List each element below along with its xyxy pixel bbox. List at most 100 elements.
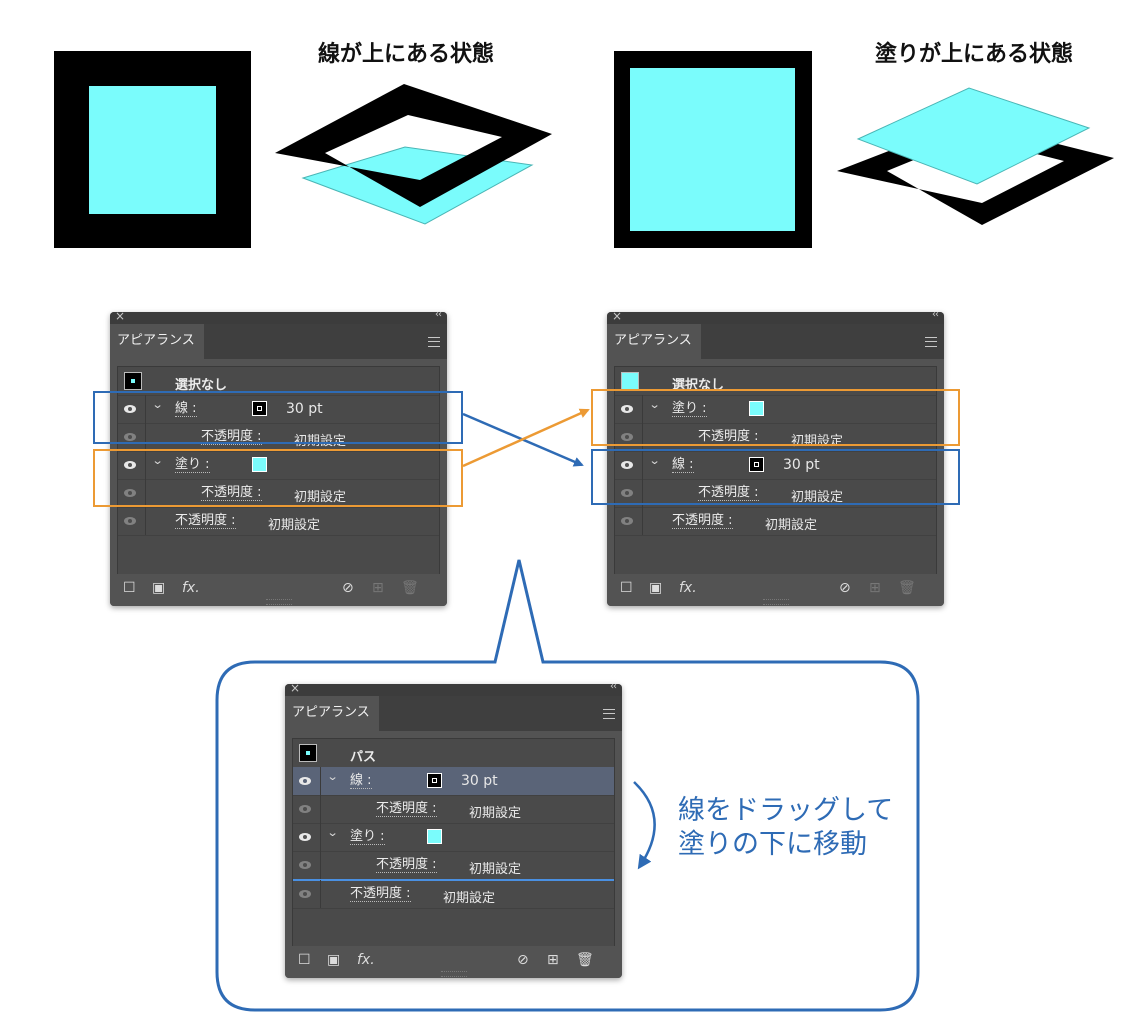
trash-icon[interactable]: 🗑 (898, 580, 916, 596)
add-stroke-icon[interactable]: ☐ (620, 580, 633, 596)
object-opacity-row[interactable]: 不透明度 : 初期設定 (293, 880, 614, 909)
clear-appearance-icon[interactable]: ⊘ (839, 580, 851, 596)
eye-icon[interactable] (620, 514, 634, 528)
stroke-row[interactable]: ⌄ 線 : 30 pt (118, 395, 439, 424)
fill-label[interactable]: 塗り : (672, 401, 707, 417)
stroke-weight[interactable]: 30 pt (286, 401, 323, 417)
stroke-swatch[interactable] (749, 457, 764, 472)
opacity-label[interactable]: 不透明度 : (201, 429, 262, 445)
resize-grip[interactable] (762, 599, 789, 605)
duplicate-item-icon[interactable]: ⊞ (869, 580, 881, 596)
fx-icon[interactable]: fx. (679, 580, 697, 596)
add-stroke-icon[interactable]: ☐ (298, 952, 311, 968)
right-heading: 塗りが上にある状態 (875, 42, 1074, 67)
opacity-label[interactable]: 不透明度 : (350, 886, 411, 902)
eye-icon[interactable] (298, 774, 312, 788)
resize-grip[interactable] (265, 599, 292, 605)
tab-appearance[interactable]: アピアランス (607, 324, 701, 359)
fill-swatch[interactable] (749, 401, 764, 416)
fx-icon[interactable]: fx. (357, 952, 375, 968)
header-row: パス (293, 739, 614, 768)
opacity-label[interactable]: 不透明度 : (201, 485, 262, 501)
collapse-icon[interactable]: ‹‹ (435, 312, 442, 320)
stroke-row[interactable]: ⌄ 線 : 30 pt (615, 451, 936, 480)
eye-icon[interactable] (620, 458, 634, 472)
stroke-label[interactable]: 線 : (672, 457, 694, 473)
chevron-down-icon[interactable]: ⌄ (648, 454, 661, 467)
duplicate-item-icon[interactable]: ⊞ (372, 580, 384, 596)
eye-icon[interactable] (298, 858, 312, 872)
eye-icon[interactable] (123, 486, 137, 500)
stroke-swatch[interactable] (252, 401, 267, 416)
eye-icon[interactable] (620, 402, 634, 416)
fill-swatch[interactable] (427, 829, 442, 844)
stroke-label[interactable]: 線 : (350, 773, 372, 789)
collapse-icon[interactable]: ‹‹ (932, 312, 939, 320)
opacity-label[interactable]: 不透明度 : (698, 485, 759, 501)
object-opacity-row[interactable]: 不透明度 : 初期設定 (118, 507, 439, 536)
panel-menu-icon[interactable] (603, 709, 615, 719)
opacity-label[interactable]: 不透明度 : (672, 513, 733, 529)
stroke-weight[interactable]: 30 pt (783, 457, 820, 473)
eye-icon[interactable] (620, 430, 634, 444)
panel-tab-bar: アピアランス (607, 324, 944, 359)
fill-opacity-row[interactable]: 不透明度 : 初期設定 (118, 479, 439, 508)
duplicate-item-icon[interactable]: ⊞ (547, 952, 559, 968)
eye-icon[interactable] (298, 830, 312, 844)
object-opacity-row[interactable]: 不透明度 : 初期設定 (615, 507, 936, 536)
panel-footer: ☐ ▣ fx. ⊘ ⊞ 🗑 (110, 574, 447, 606)
opacity-label[interactable]: 不透明度 : (376, 801, 437, 817)
stroke-row-selected[interactable]: ⌄ 線 : 30 pt (293, 767, 614, 796)
fill-on-top-square (614, 51, 812, 248)
add-fill-icon[interactable]: ▣ (327, 952, 341, 968)
stroke-opacity-row[interactable]: 不透明度 : 初期設定 (615, 479, 936, 508)
close-icon[interactable]: × (612, 312, 623, 323)
eye-icon[interactable] (123, 458, 137, 472)
close-icon[interactable]: × (290, 684, 301, 695)
stroke-label[interactable]: 線 : (175, 401, 197, 417)
close-icon[interactable]: × (115, 312, 126, 323)
eye-icon[interactable] (123, 430, 137, 444)
stroke-weight[interactable]: 30 pt (461, 773, 498, 789)
fill-square-inner (89, 86, 216, 214)
fill-row[interactable]: ⌄ 塗り : (293, 823, 614, 852)
opacity-value: 初期設定 (294, 490, 347, 505)
trash-icon[interactable]: 🗑 (576, 952, 594, 968)
resize-grip[interactable] (440, 971, 467, 977)
stroke-swatch[interactable] (427, 773, 442, 788)
eye-icon[interactable] (620, 486, 634, 500)
fill-label[interactable]: 塗り : (350, 829, 385, 845)
eye-icon[interactable] (298, 887, 312, 901)
add-fill-icon[interactable]: ▣ (152, 580, 166, 596)
chevron-down-icon[interactable]: ⌄ (326, 770, 339, 783)
panel-menu-icon[interactable] (428, 337, 440, 347)
collapse-icon[interactable]: ‹‹ (610, 684, 617, 692)
trash-icon[interactable]: 🗑 (401, 580, 419, 596)
chevron-down-icon[interactable]: ⌄ (151, 398, 164, 411)
chevron-down-icon[interactable]: ⌄ (648, 398, 661, 411)
add-fill-icon[interactable]: ▣ (649, 580, 663, 596)
clear-appearance-icon[interactable]: ⊘ (517, 952, 529, 968)
clear-appearance-icon[interactable]: ⊘ (342, 580, 354, 596)
stroke-opacity-row[interactable]: 不透明度 : 初期設定 (293, 795, 614, 824)
add-stroke-icon[interactable]: ☐ (123, 580, 136, 596)
fill-row[interactable]: ⌄ 塗り : (615, 395, 936, 424)
fill-swatch[interactable] (252, 457, 267, 472)
fill-opacity-row[interactable]: 不透明度 : 初期設定 (293, 851, 614, 881)
chevron-down-icon[interactable]: ⌄ (326, 826, 339, 839)
opacity-label[interactable]: 不透明度 : (175, 513, 236, 529)
eye-icon[interactable] (298, 802, 312, 816)
fx-icon[interactable]: fx. (182, 580, 200, 596)
eye-icon[interactable] (123, 514, 137, 528)
eye-icon[interactable] (123, 402, 137, 416)
tab-appearance[interactable]: アピアランス (110, 324, 204, 359)
opacity-label[interactable]: 不透明度 : (376, 857, 437, 873)
callout-line-1: 線をドラッグして (678, 795, 894, 826)
tab-appearance[interactable]: アピアランス (285, 696, 379, 731)
fill-label[interactable]: 塗り : (175, 457, 210, 473)
chevron-down-icon[interactable]: ⌄ (151, 454, 164, 467)
panel-menu-icon[interactable] (925, 337, 937, 347)
fill-row[interactable]: ⌄ 塗り : (118, 451, 439, 480)
fill-square-large (630, 68, 795, 231)
stroke-opacity-row[interactable]: 不透明度 : 初期設定 (118, 423, 439, 452)
